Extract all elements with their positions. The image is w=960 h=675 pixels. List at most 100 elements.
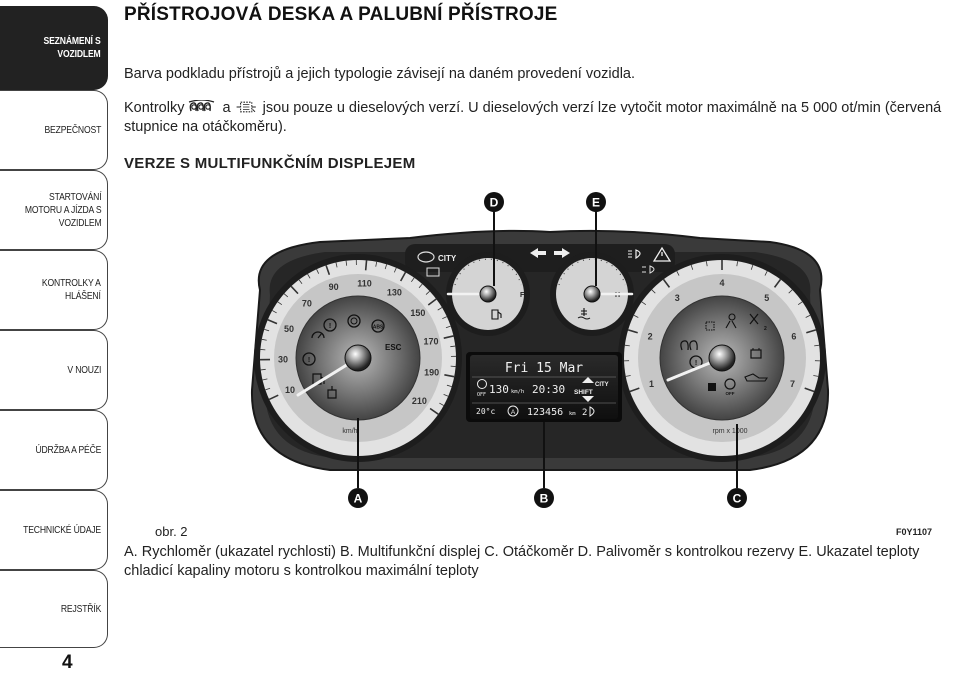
tachometer-tick (624, 344, 630, 347)
speedometer-tick (325, 265, 331, 276)
callout-lines (357, 210, 738, 488)
economy-icon (477, 379, 487, 389)
esc-indicator: ESC (385, 343, 402, 352)
sidebar-tab-starting-driving[interactable]: STARTOVÁNÍ MOTORU A JÍZDA S VOZIDLEM (0, 170, 108, 250)
speedometer-tick (427, 298, 437, 306)
speedometer-tick (446, 384, 452, 388)
speedometer-tick-label: 170 (424, 336, 439, 346)
multifunction-display: Fri 15 Mar OFF 130 km/h 20:30 CITY SHIFT… (466, 352, 622, 422)
sidebar-tab-maintenance[interactable]: ÚDRŽBA A PÉČE (0, 410, 108, 490)
tachometer-ticks (624, 260, 820, 393)
city-indicator-label: CITY (438, 254, 457, 263)
speedometer-tick (335, 262, 338, 268)
cruise-control-icon (311, 331, 325, 339)
eobd-warning-icon (302, 352, 316, 366)
diesel-note-text-3: jsou pouze u dieselových verzí. U diesel… (124, 100, 942, 135)
glow-plug-icon (189, 100, 215, 112)
speedometer-tick-label: 110 (357, 278, 372, 288)
tachometer-tick (814, 344, 820, 347)
fuel-cap-icon (327, 386, 337, 399)
speedometer-tick (393, 267, 397, 273)
speedometer-tick (260, 368, 266, 371)
chapter-sidebar: SEZNÁMENÍ S VOZIDLEM BEZPEČNOST STARTOVÁ… (0, 0, 110, 675)
sidebar-tab-label: ÚDRŽBA A PÉČE (35, 443, 101, 456)
temp-hot-label: H (615, 292, 620, 299)
fuel-full-label: F (520, 292, 525, 299)
speedometer-tick-label: 70 (302, 298, 312, 308)
tachometer-tick (797, 301, 803, 305)
tachometer-tick (736, 261, 739, 267)
speedometer-tick (277, 301, 283, 305)
speedometer-tick (425, 290, 430, 295)
speedometer-tick (450, 345, 456, 348)
speedometer-tick (439, 402, 444, 406)
sidebar-tab-label: STARTOVÁNÍ MOTORU A JÍZDA S VOZIDLEM (24, 190, 101, 229)
display-date: Fri 15 Mar (505, 361, 583, 376)
sidebar-tab-introduction[interactable]: SEZNÁMENÍ S VOZIDLEM (0, 6, 108, 90)
sidebar-tab-label: BEZPEČNOST (44, 123, 101, 136)
sidebar-tab-index[interactable]: REJSTŘÍK (0, 570, 108, 648)
figure-label: obr. 2 (155, 524, 188, 539)
speedometer-tick (442, 316, 447, 320)
tachometer-tick (676, 270, 680, 276)
water-in-fuel-icon (705, 321, 715, 331)
warning-triangle-icon (652, 246, 672, 262)
sidebar-tab-warning-lights[interactable]: KONTROLKY A HLÁŠENÍ (0, 250, 108, 330)
speedometer-tick (418, 283, 423, 289)
gear-shift-down-icon (582, 396, 594, 402)
tachometer-tick (764, 270, 768, 276)
speedometer-tick (411, 277, 415, 283)
speedometer-tick (316, 269, 320, 274)
speedometer-tick (261, 338, 267, 341)
glow-plug-lamp-icon (680, 340, 698, 351)
svg-text:2: 2 (764, 326, 767, 332)
battery-icon (750, 349, 762, 359)
coolant-temperature-icon (577, 308, 591, 320)
sidebar-tab-label: KONTROLKY A HLÁŠENÍ (42, 277, 101, 302)
tachometer-tick-label: 4 (719, 278, 724, 288)
brake-warning-icon (323, 318, 337, 332)
tachometer-tick-label: 6 (791, 332, 796, 342)
speedometer-tick (437, 307, 443, 311)
tachometer-tick (690, 264, 694, 270)
display-odometer: 123456 (527, 407, 563, 418)
coolant-temperature-gauge: H (550, 252, 634, 336)
sidebar-tab-emergency[interactable]: V NOUZI (0, 330, 108, 410)
display-city-indicator: CITY (595, 382, 609, 388)
tachometer-tick (804, 387, 815, 393)
display-shift-indicator: SHIFT (574, 389, 593, 396)
gear-shift-up-icon (582, 377, 594, 383)
callout-d-label: D (490, 196, 499, 210)
tachometer-tick (651, 289, 656, 294)
turn-signal-icon (530, 248, 570, 258)
sidebar-tab-label: V NOUZI (67, 363, 101, 376)
speedometer-tick (307, 273, 311, 279)
display-headlight-level: 2 (582, 408, 587, 418)
tachometer-tick (625, 375, 631, 377)
speedometer-ticks (260, 260, 456, 415)
diesel-note-text-2: a (222, 100, 231, 116)
speed-unit-label: km/h (342, 428, 357, 435)
speedometer-tick (375, 261, 378, 267)
display-off-label: OFF (477, 392, 486, 398)
speedometer-tick (272, 310, 277, 314)
speedometer-tick (264, 328, 270, 332)
sidebar-tab-safety[interactable]: BEZPEČNOST (0, 90, 108, 170)
page-title: PŘÍSTROJOVÁ DESKA A PALUBNÍ PŘÍSTROJE (124, 4, 558, 25)
callout-a: A (348, 488, 368, 508)
speedometer-tick-label: 130 (387, 288, 402, 298)
speedometer-tick (445, 325, 451, 329)
tachometer-tick (806, 329, 817, 334)
svg-text:!: ! (695, 360, 697, 367)
sidebar-tab-technical-data[interactable]: TECHNICKÉ ÚDAJE (0, 490, 108, 570)
speedometer-tick (265, 387, 271, 391)
svg-text:ABS: ABS (373, 325, 384, 331)
parking-brake-icon (347, 314, 361, 328)
tachometer-tick (641, 301, 647, 305)
svg-text:!: ! (308, 357, 310, 364)
display-odometer-unit: km (569, 411, 576, 417)
speedometer-tick-label: 190 (424, 367, 439, 377)
callout-e: E (586, 192, 606, 212)
